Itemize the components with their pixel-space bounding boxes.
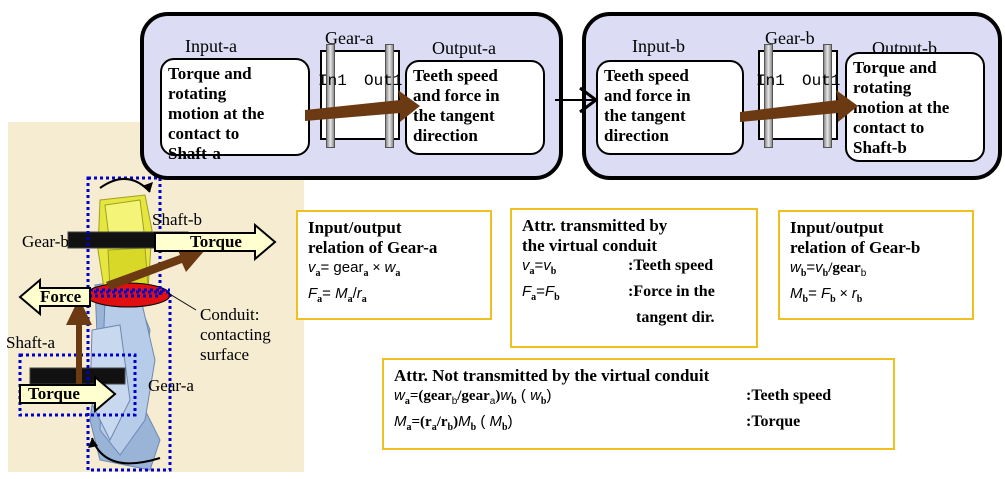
- input-b-box: Teeth speed and force in the tangent dir…: [596, 60, 744, 155]
- conduit-label-2: contacting: [200, 325, 271, 344]
- gear-b-block: [758, 44, 838, 148]
- gear-illustration: [18, 176, 277, 472]
- gear-b-in-port: In1: [756, 72, 785, 90]
- gear-b-label: Gear-b: [22, 232, 69, 251]
- shaft-b-label: Shaft-b: [152, 210, 203, 229]
- torque-bottom-label: Torque: [28, 384, 80, 403]
- conduit-label-1: Conduit:: [200, 305, 260, 324]
- force-label: Force: [40, 287, 82, 306]
- gear-b-block-label: Gear-b: [765, 28, 815, 48]
- output-a-box: Teeth speed and force in the tangent dir…: [405, 60, 545, 155]
- gear-a-out-port: Out1: [364, 72, 403, 90]
- output-b-box: Torque and rotating motion at the contac…: [845, 52, 985, 162]
- gear-a-label: Gear-a: [148, 376, 194, 395]
- input-b-label: Input-b: [632, 36, 685, 56]
- not-transmitted-box: Attr. Not transmitted by the virtual con…: [382, 358, 895, 450]
- gear-a-in-port: In1: [318, 72, 347, 90]
- gear-b-out-port: Out1: [802, 72, 841, 90]
- gear-b-relation-box: Input/output relation of Gear-b wb=vb/ge…: [778, 210, 974, 320]
- gear-a-relation-box: Input/output relation of Gear-a va= gear…: [296, 210, 492, 320]
- shaft-a-label: Shaft-a: [6, 333, 56, 352]
- conduit-label-3: surface: [200, 345, 250, 364]
- output-a-label: Output-a: [432, 38, 496, 58]
- input-a-box: Torque and rotating motion at the contac…: [160, 58, 310, 163]
- input-a-label: Input-a: [185, 36, 237, 56]
- conduit-attr-box: Attr. transmitted by the virtual conduit…: [510, 208, 758, 348]
- gear-a-block-label: Gear-a: [325, 28, 374, 48]
- module-arrows: [305, 86, 858, 122]
- torque-top-label: Torque: [190, 232, 242, 251]
- gear-a-block: [320, 44, 400, 148]
